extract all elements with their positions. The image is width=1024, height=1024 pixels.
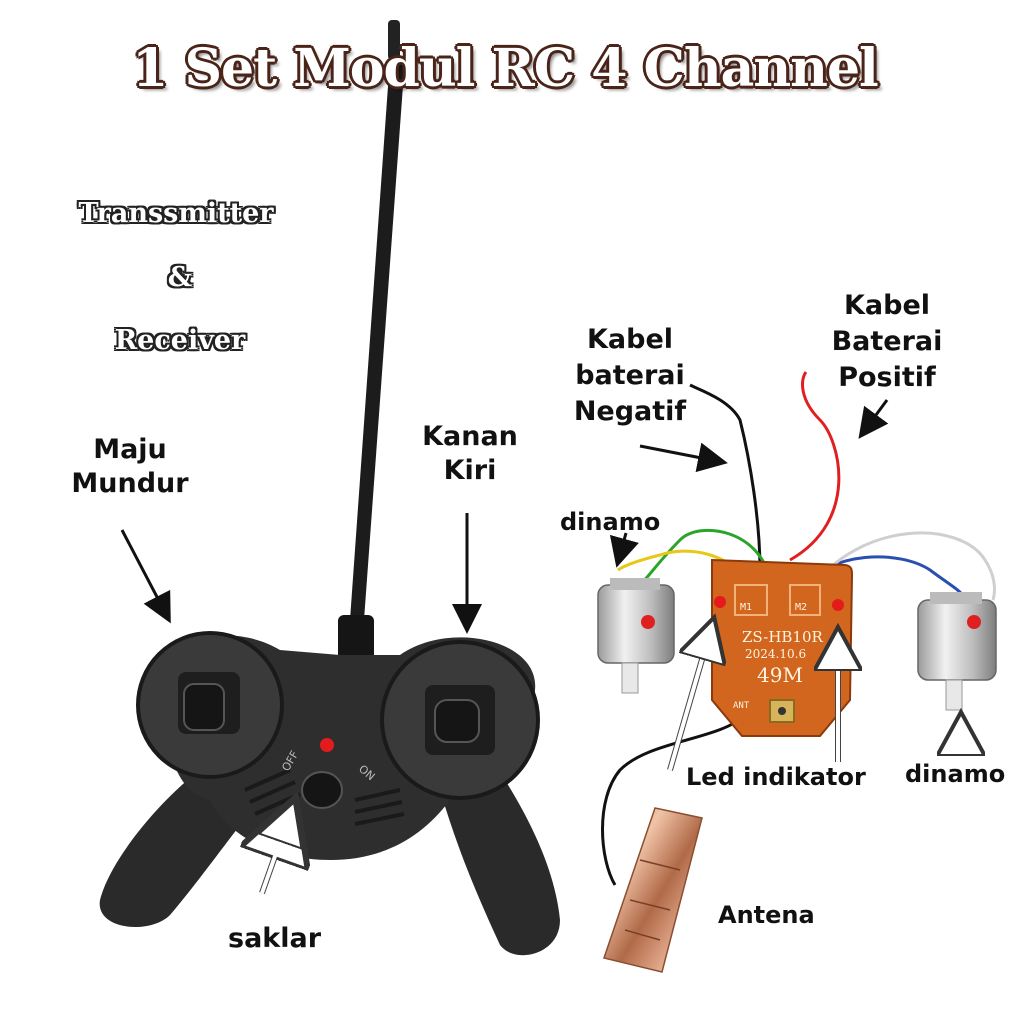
subtitle-line3: Receiver (114, 325, 246, 356)
receiver-board (711, 558, 854, 737)
board-led (714, 596, 726, 608)
foil-antenna (603, 807, 703, 973)
label-kabel-positif: Kabel Baterai Positif (831, 290, 943, 393)
transmitter-led (320, 738, 334, 752)
right-stick[interactable] (434, 699, 480, 743)
callout-arrows-white (262, 625, 961, 894)
label-kabel-negatif: Kabel baterai Negatif (573, 324, 687, 427)
transmitter: OFF ON (99, 20, 560, 956)
wire-antenna (601, 713, 747, 886)
label-saklar: saklar (228, 923, 322, 954)
label-kanan-kiri: Kanan Kiri (422, 421, 518, 486)
board-frequency: 49M (757, 663, 803, 687)
board-pad-m2: M2 (795, 602, 807, 613)
label-dinamo-left: dinamo (560, 508, 661, 536)
label-dinamo-right: dinamo (905, 760, 1006, 788)
page-title: 1 Set Modul RC 4 Channel (132, 38, 879, 99)
label-antena: Antena (718, 901, 815, 929)
label-led-indikator: Led indikator (686, 763, 866, 791)
label-maju-mundur: Maju Mundur (71, 434, 189, 499)
callout-arrows (120, 399, 889, 634)
left-stick[interactable] (183, 683, 225, 731)
motor-left (597, 578, 675, 694)
transmitter-antenna (388, 20, 400, 60)
subtitle-line1: Transsmitter (78, 198, 274, 229)
board-date: 2024.10.6 (745, 647, 806, 661)
wire-green (638, 528, 772, 587)
motor-right (917, 592, 997, 711)
board-pad-m1: M1 (740, 602, 752, 613)
board-pad-ant: ANT (733, 701, 750, 711)
power-switch[interactable] (301, 771, 343, 809)
right-grip (440, 780, 560, 956)
board-model: ZS-HB10R (742, 628, 824, 646)
receiver: M1 M2 ZS-HB10R 2024.10.6 49M ANT (601, 371, 996, 886)
wire-red (789, 371, 841, 562)
wire-black-top (689, 383, 762, 571)
subtitle-line2: & (167, 262, 193, 293)
wire-white (808, 531, 996, 601)
